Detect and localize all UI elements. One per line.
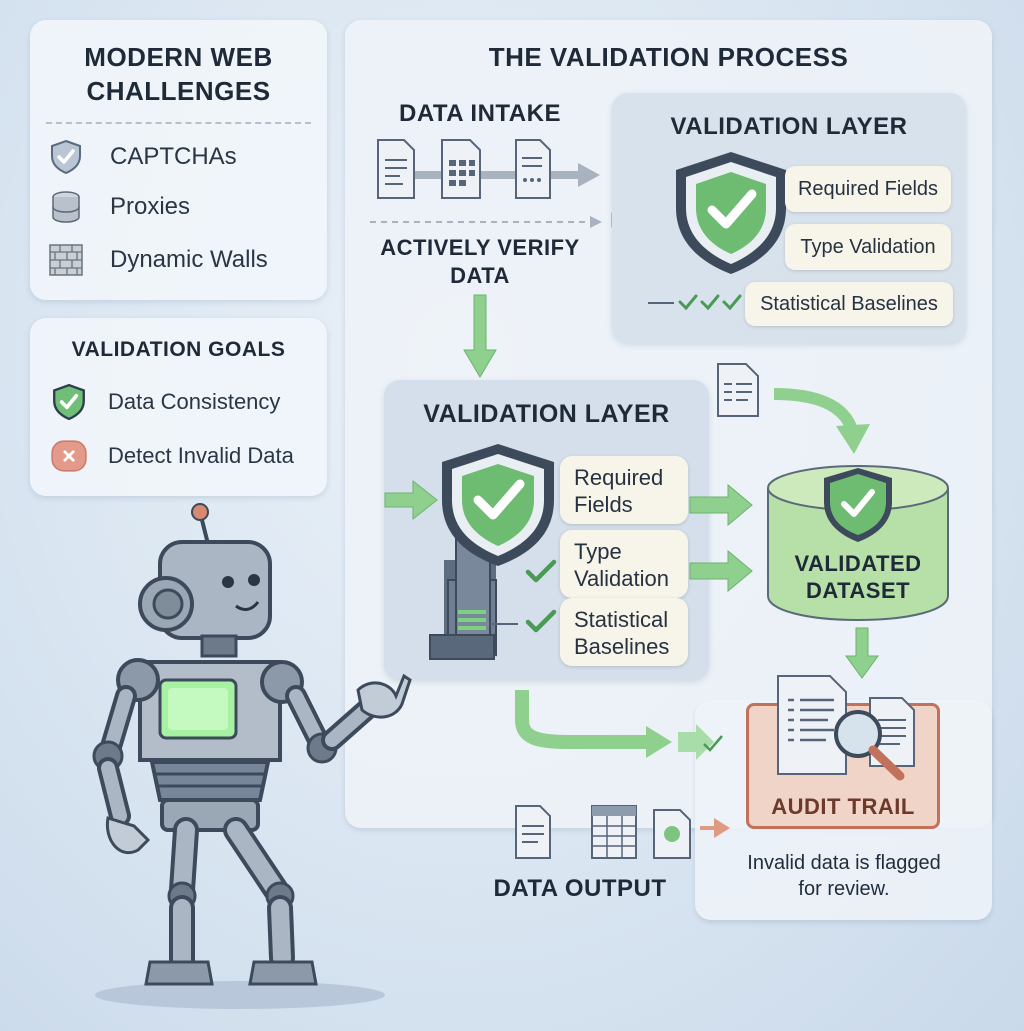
top-ticks xyxy=(648,294,742,311)
arrow-down-to-main xyxy=(463,294,497,378)
dataset-label: VALIDATED DATASET xyxy=(794,551,922,603)
challenges-divider xyxy=(46,122,311,124)
main-check-required: Required Fields xyxy=(560,456,688,524)
top-layer-title: VALIDATION LAYER xyxy=(670,113,908,140)
green-dot-doc-icon xyxy=(653,809,691,859)
audit-label: AUDIT TRAIL xyxy=(771,794,915,819)
challenge-label: Dynamic Walls xyxy=(110,246,268,273)
main-shield-tower xyxy=(429,444,554,660)
challenge-item-captchas: CAPTCHAs xyxy=(48,138,237,176)
arrow-dataset-to-audit xyxy=(845,627,879,679)
challenge-label: CAPTCHAs xyxy=(110,143,237,170)
dataset-cylinder xyxy=(767,465,949,622)
main-layer-title: VALIDATION LAYER xyxy=(423,400,670,428)
goal-item-consistency: Data Consistency xyxy=(50,382,280,422)
process-title: THE VALIDATION PROCESS xyxy=(488,42,849,72)
audit-docs-magnifier-icon xyxy=(777,675,915,781)
challenge-label: Proxies xyxy=(110,193,191,220)
goals-panel: VALIDATION GOALS Data Consistency Detect… xyxy=(30,318,327,496)
verify-label: ACTIVELY VERIFY DATA xyxy=(380,235,580,288)
goal-label: Detect Invalid Data xyxy=(108,443,294,468)
incoming-doc-icon xyxy=(717,363,870,454)
green-shield-check-icon xyxy=(53,383,85,421)
top-check-type: Type Validation xyxy=(785,224,951,270)
document-icon xyxy=(515,805,551,859)
brick-wall-icon xyxy=(49,244,83,276)
robot-illustration xyxy=(92,503,412,1009)
red-x-icon xyxy=(51,440,87,472)
intake-docs xyxy=(370,139,602,228)
challenge-item-dynamic-walls: Dynamic Walls xyxy=(48,241,268,279)
intake-label: DATA INTAKE xyxy=(399,100,561,127)
shield-check-icon xyxy=(51,139,81,175)
output-docs xyxy=(515,805,730,859)
challenges-title: MODERN WEB CHALLENGES xyxy=(84,42,273,106)
top-check-required: Required Fields xyxy=(785,166,951,212)
flag-note: Invalid data is flagged for review. xyxy=(747,852,941,900)
main-check-statistical: Statistical Baselines xyxy=(560,598,688,666)
arrows-to-dataset xyxy=(689,483,753,593)
goal-item-invalid: Detect Invalid Data xyxy=(50,436,294,476)
document-icon xyxy=(377,139,415,199)
main-check-type: Type Validation xyxy=(560,530,688,598)
challenge-item-proxies: Proxies xyxy=(48,188,190,226)
dotted-doc-icon xyxy=(515,139,551,199)
challenges-panel: MODERN WEB CHALLENGES CAPTCHAs Proxies D… xyxy=(30,20,327,300)
goals-title: VALIDATION GOALS xyxy=(71,338,286,361)
arrow-main-to-audit xyxy=(515,690,723,760)
dash-check-icon xyxy=(492,609,557,633)
top-shield-icon xyxy=(676,152,786,274)
arrow-into-main-layer xyxy=(384,479,438,521)
table-doc-icon xyxy=(441,139,481,199)
spreadsheet-icon xyxy=(591,805,637,859)
top-check-statistical: Statistical Baselines xyxy=(745,282,953,326)
goal-label: Data Consistency xyxy=(108,389,281,414)
database-icon xyxy=(52,191,80,223)
output-label: DATA OUTPUT xyxy=(493,875,667,902)
check-icon xyxy=(525,559,557,583)
